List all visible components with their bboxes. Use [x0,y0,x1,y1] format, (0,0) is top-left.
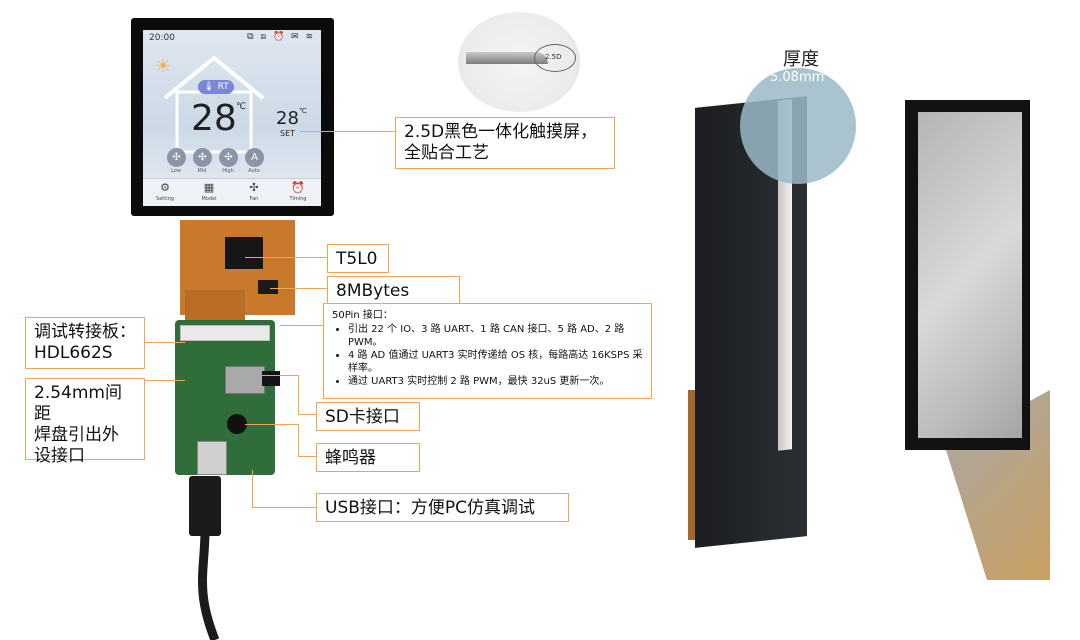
spec-list: 引出 22 个 IO、3 路 UART、1 路 CAN 接口、5 路 AD、2 … [332,323,643,388]
glass-edge [466,52,548,64]
rt-label: RT [217,82,229,92]
alarm-icon: ⏰ [291,181,305,194]
lcd-screen: 20:00 ⧉ ⧈ ⏰ ✉ ≋ ☀ 🌡 RT 28 ℃ 28 ℃ SET ✣ L… [143,30,321,206]
thickness-title: 厚度 [783,49,819,70]
set-temperature[interactable]: 28 [276,108,299,129]
callout-pads-line1: 2.54mm间距 [34,383,122,424]
thickness-circle [740,68,856,184]
edge-highlight-circle [534,44,576,72]
sun-icon: ☀ [155,56,172,77]
sd-card [262,371,280,386]
leader-flash [270,288,327,289]
callout-sd: SD卡接口 [316,402,420,431]
spec-title: 50Pin 接口： [332,310,393,321]
callout-adapter-line1: 调试转接板： [34,322,136,342]
leader-buzzer-v [298,424,299,456]
leader-touchscreen [300,131,395,132]
usb-port [197,441,227,475]
callout-buzzer: 蜂鸣器 [316,443,420,472]
nav-fan-label: Fan [249,196,259,202]
usb-cable [198,530,220,640]
set-temperature-unit: ℃ [299,107,307,115]
leader-mcu [245,257,327,258]
callout-touchscreen-line1: 2.5D黑色一体化触摸屏， [404,122,598,142]
callout-adapter-line2: HDL662S [34,343,113,363]
callout-pads: 2.54mm间距 焊盘引出外 设接口 [25,378,145,466]
leader-usb-h [252,507,316,508]
nav-fan[interactable]: ✣ Fan [232,181,276,203]
t5l0-chip [225,237,263,269]
grid-icon: ▦ [203,181,215,194]
callout-touchscreen-line2: 全贴合工艺 [404,143,489,163]
fan-mid-icon[interactable]: ✣ [193,148,212,167]
fan-auto-label: Auto [248,168,260,174]
leader-pads [145,380,185,381]
panel-back-metal [918,112,1022,438]
leader-buzzer-b [298,456,316,457]
bottom-nav: ⚙ Setting ▦ Model ✣ Fan ⏰ Timing [143,178,321,206]
sd-slot [225,366,265,394]
fan-low-label: Low [171,168,181,174]
nav-timing[interactable]: ⏰ Timing [276,181,320,203]
nav-setting[interactable]: ⚙ Setting [143,181,187,203]
status-bar: 20:00 ⧉ ⧈ ⏰ ✉ ≋ [143,30,321,46]
leader-usb-v [252,470,253,508]
fan-low-icon[interactable]: ✣ [167,148,186,167]
fpc-tail [185,290,245,320]
spec-item: 引出 22 个 IO、3 路 UART、1 路 CAN 接口、5 路 AD、2 … [348,323,643,349]
status-time: 20:00 [149,33,175,43]
callout-pads-line2: 焊盘引出外 [34,425,119,445]
leader-sd-b [298,414,316,415]
fan-icon: ✣ [249,181,259,194]
thickness-value: 5.08mm [770,70,825,85]
fan-speed-row: ✣ Low ✣ Mid ✣ High A Auto [165,148,305,174]
callout-usb: USB接口：方便PC仿真调试 [316,493,569,522]
50pin-connector [180,325,270,341]
nav-model-label: Model [201,196,217,202]
leader-adapter [145,342,185,343]
cross-section-label: 2.5D [545,53,562,61]
current-temperature: 28 [191,98,237,139]
nav-model[interactable]: ▦ Model [187,181,231,203]
buzzer [227,414,247,434]
status-icons: ⧉ ⧈ ⏰ ✉ ≋ [247,32,315,42]
gear-icon: ⚙ [160,181,170,194]
usb-plug [189,476,221,536]
nav-timing-label: Timing [289,196,307,202]
callout-mcu: T5L0 [327,244,389,273]
leader-buzzer-a [245,424,299,425]
leader-50pin [280,325,323,326]
callout-flash: 8MBytes Flash [327,276,460,322]
current-temperature-unit: ℃ [236,102,247,112]
fan-auto-icon[interactable]: A [245,148,264,167]
callout-touchscreen: 2.5D黑色一体化触摸屏， 全贴合工艺 [395,117,615,169]
flash-chip [258,280,278,294]
callout-pads-line3: 设接口 [34,446,85,466]
callout-adapter: 调试转接板： HDL662S [25,317,145,369]
leader-sd-v [298,375,299,415]
thermometer-badge: 🌡 RT [198,80,234,94]
fan-mid-label: Mid [197,168,207,174]
nav-setting-label: Setting [156,196,174,202]
set-label: SET [280,129,296,138]
spec-item: 4 路 AD 值通过 UART3 实时传递给 OS 核，每路高达 16KSPS … [348,349,643,375]
leader-sd-a [262,375,299,376]
spec-item: 通过 UART3 实时控制 2 路 PWM，最快 32uS 更新一次。 [348,375,643,388]
thermometer-icon: 🌡 [203,82,215,92]
spec-50pin: 50Pin 接口： 引出 22 个 IO、3 路 UART、1 路 CAN 接口… [323,303,652,399]
fan-high-label: High [222,168,234,174]
fan-high-icon[interactable]: ✣ [219,148,238,167]
